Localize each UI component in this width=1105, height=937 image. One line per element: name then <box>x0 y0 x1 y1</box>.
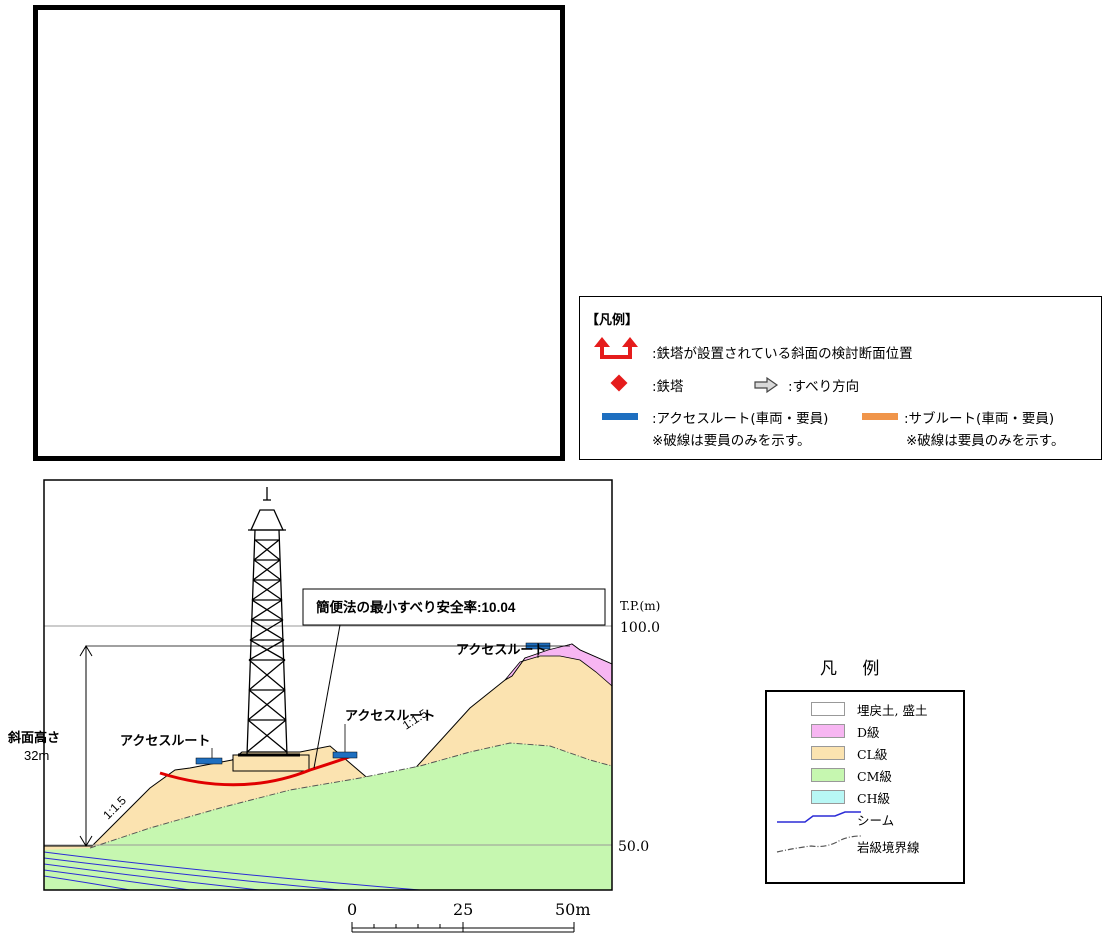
cm-class-swatch <box>811 768 845 782</box>
slip-surface <box>159 754 353 787</box>
tower-foundation <box>232 754 310 772</box>
seam-lines <box>44 851 421 890</box>
legend-sub-note: ※破線は要員のみを示す。 <box>906 433 1065 449</box>
legend-rock-boundary: 岩級境界線 <box>857 840 920 855</box>
legend-cl-class: CL級 <box>857 747 888 762</box>
tower-icon <box>610 374 628 392</box>
access-route-marker <box>195 757 223 765</box>
legend-access-note: ※破線は要員のみを示す。 <box>652 433 811 449</box>
legend-fill-soil: 埋戻土, 盛土 <box>857 703 928 718</box>
slope-height-label: 斜面高さ <box>7 730 60 745</box>
transmission-tower <box>238 487 300 757</box>
section-frame <box>43 479 613 891</box>
legend-right: 埋戻土, 盛土 D級 CL級 CM級 CH級 シーム 岩級境界線 <box>765 690 965 884</box>
access-route-marker <box>332 751 358 759</box>
rock-boundary-line <box>89 742 612 849</box>
access-route-label-mid: アクセスルート <box>345 708 435 723</box>
slope-height-dimension <box>79 645 93 847</box>
elevation-label-50: 50.0 <box>618 839 649 855</box>
legend-top-title: 【凡例】 <box>586 313 639 328</box>
cl-class-swatch <box>811 746 845 760</box>
legend-access-route: :アクセスルート(車両・要員) <box>652 411 829 427</box>
map-frame <box>33 5 565 461</box>
legend-seam: シーム <box>857 813 895 828</box>
elevation-label-100: 100.0 <box>620 620 660 636</box>
slide-direction-icon <box>754 376 779 394</box>
access-route-swatch <box>602 413 638 420</box>
scale-label-50: 50m <box>555 900 591 919</box>
safety-factor-text: 簡便法の最小すべり安全率:10.04 <box>316 599 516 615</box>
legend-d-class: D級 <box>857 725 880 740</box>
access-route-label-top: アクセスルート <box>456 642 546 657</box>
legend-ch-class: CH級 <box>857 791 890 806</box>
slope-height-value: 32m <box>24 748 49 763</box>
ch-class-swatch <box>811 790 845 804</box>
sub-route-swatch <box>862 413 898 420</box>
d-class-layer <box>504 643 612 687</box>
safety-factor-box <box>302 588 606 626</box>
legend-tower: :鉄塔 <box>652 379 684 395</box>
scale-label-25: 25 <box>453 900 473 919</box>
legend-section-position: :鉄塔が設置されている斜面の検討断面位置 <box>652 346 913 362</box>
legend-right-title: 凡 例 <box>820 659 890 679</box>
legend-sub-route: :サブルート(車両・要員) <box>904 411 1055 427</box>
seam-legend-icon <box>777 811 861 823</box>
cm-class-layer <box>44 743 612 890</box>
legend-top: 【凡例】 :鉄塔が設置されている斜面の検討断面位置 :鉄塔 :すべり方向 :アク… <box>579 296 1102 460</box>
scale-label-0: 0 <box>347 900 357 919</box>
access-route-label-left: アクセスルート <box>120 733 210 748</box>
scale-bar <box>351 922 575 933</box>
d-class-swatch <box>811 724 845 738</box>
fill-soil-swatch <box>811 702 845 716</box>
legend-cm-class: CM級 <box>857 769 892 784</box>
legend-slide-direction: :すべり方向 <box>788 379 860 395</box>
section-arrow-icon <box>594 337 638 359</box>
tp-axis-label: T.P.(m) <box>620 599 660 613</box>
cross-section-diagram: 斜面高さ 32m 簡便法の最小すべり安全率:10.04 アクセスルート アクセス… <box>7 479 660 933</box>
rock-boundary-legend-icon <box>776 835 862 853</box>
